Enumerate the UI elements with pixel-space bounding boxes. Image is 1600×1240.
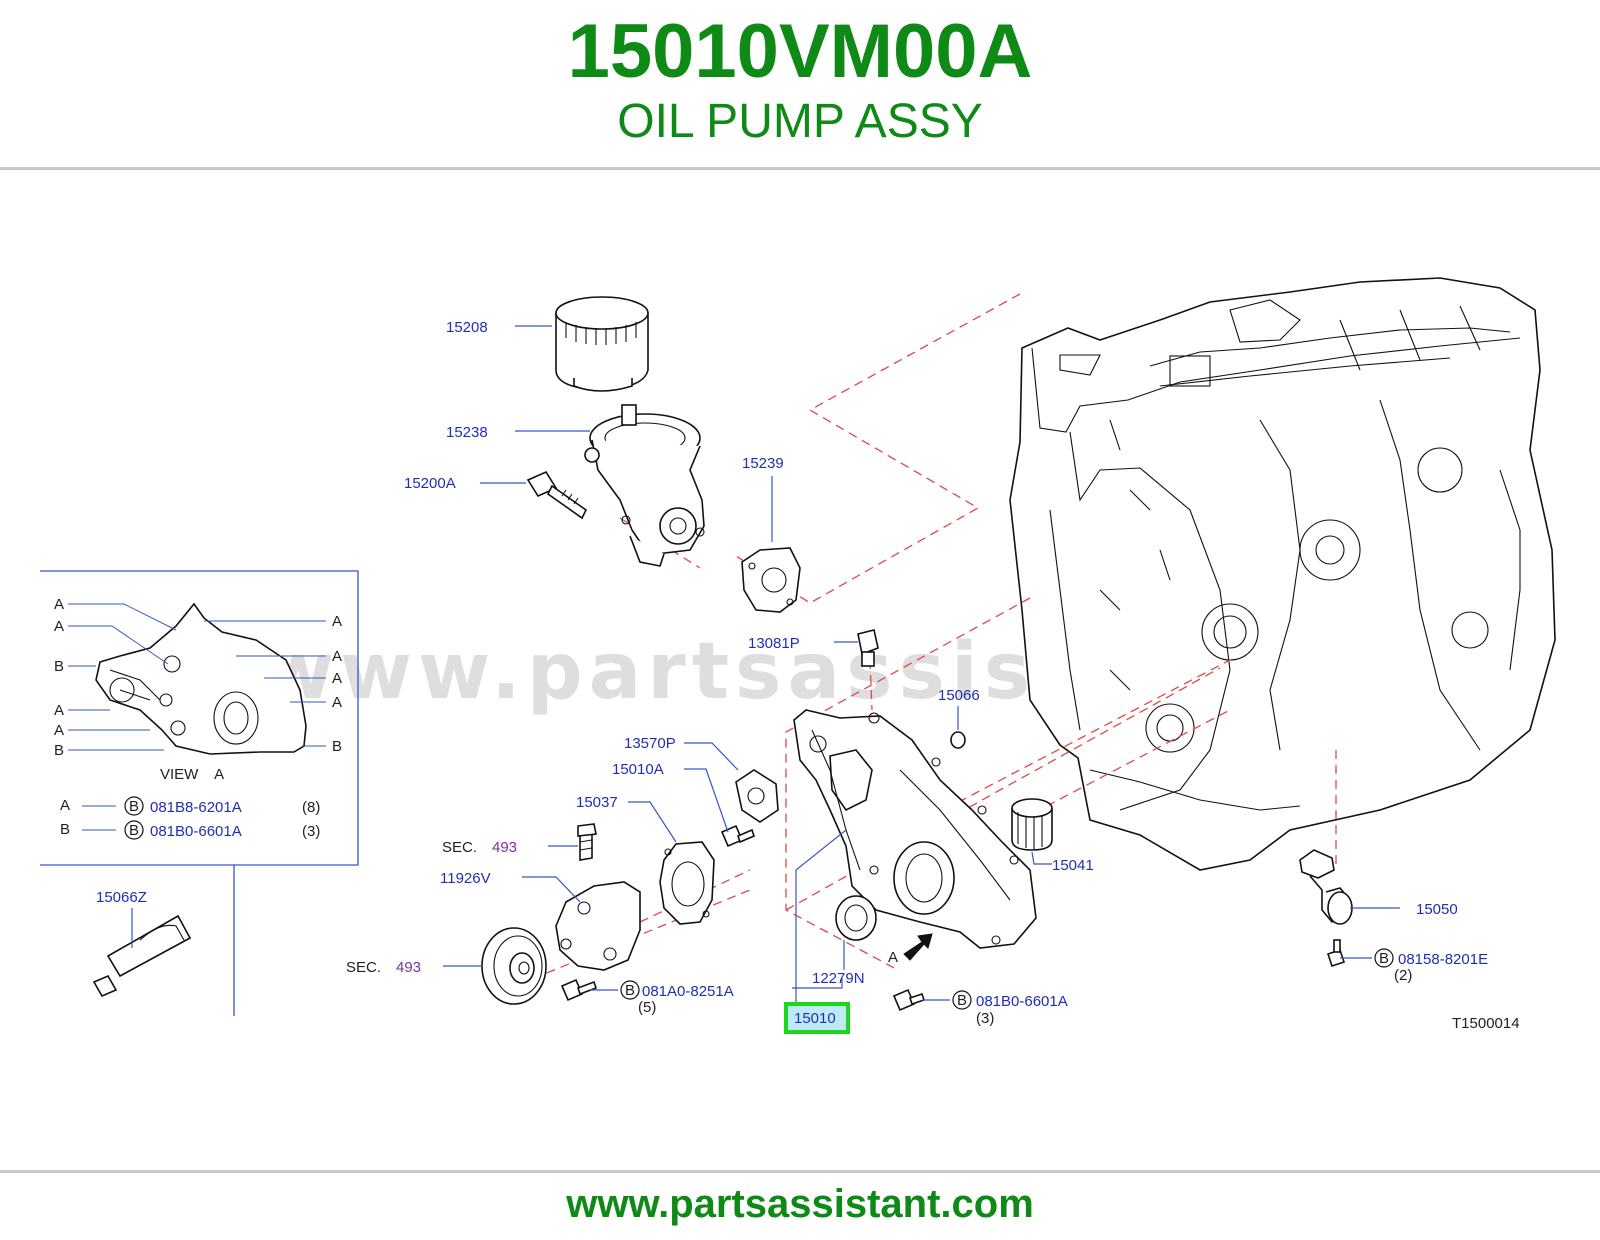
legend-badge-icon (124, 820, 144, 840)
callout-15066[interactable]: 15066 (938, 687, 980, 704)
legend-badge-icon (124, 796, 144, 816)
view-legend-row-b: B B 081B0-6601A (3) (60, 820, 320, 840)
bolt-code[interactable]: 08158-8201E (1398, 951, 1488, 968)
view-marker: A (54, 702, 64, 719)
bolt-badge-letter: B (1379, 950, 1389, 967)
pulley-drawing (481, 927, 547, 1005)
view-marker: A (54, 722, 64, 739)
bolt-qty: (2) (1394, 967, 1412, 984)
bolt-badge-icon (952, 990, 972, 1010)
sealant-tube-drawing (92, 914, 192, 998)
bolt-qty: (5) (638, 999, 656, 1016)
bolt-callout-08158[interactable]: B 08158-8201E (2) (1374, 948, 1488, 984)
part-name-subtitle: OIL PUMP ASSY (617, 95, 983, 148)
callout-13081p[interactable]: 13081P (748, 635, 800, 652)
bolt-code[interactable]: 081B0-6601A (976, 993, 1068, 1010)
sec-number-upper[interactable]: 493 (492, 839, 517, 856)
level-gauge-guide-drawing (1299, 849, 1353, 968)
legend-code[interactable]: 081B8-6201A (150, 799, 242, 816)
gasket-13570p-drawing (735, 769, 779, 823)
assembly-guide-lines (504, 293, 1337, 991)
legend-code[interactable]: 081B0-6601A (150, 823, 242, 840)
front-cover-bolt-drawing (892, 988, 926, 1012)
view-marker: A (332, 648, 342, 665)
view-marker: A (54, 618, 64, 635)
tensioner-bolt-drawing (560, 978, 598, 1002)
view-marker: A (54, 596, 64, 613)
callout-15041[interactable]: 15041 (1052, 857, 1094, 874)
bolt-callout-081a0[interactable]: B 081A0-8251A (5) (620, 980, 734, 1016)
bolt-badge-letter: B (957, 992, 967, 1009)
engine-block-drawing (1009, 277, 1556, 871)
footer-site-url[interactable]: www.partsassistant.com (566, 1182, 1034, 1226)
callout-15238[interactable]: 15238 (446, 424, 488, 441)
callout-13570p[interactable]: 13570P (624, 735, 676, 752)
view-marker: A (332, 670, 342, 687)
oil-seal-drawing (835, 895, 877, 941)
legend-badge-letter: B (129, 822, 139, 839)
legend-qty: (8) (302, 799, 320, 816)
view-marker: A (332, 694, 342, 711)
legend-key: B (60, 821, 70, 838)
bolt-callout-081b0[interactable]: B 081B0-6601A (3) (952, 990, 1068, 1027)
oil-filter-bracket-drawing (584, 404, 705, 567)
callout-15200a[interactable]: 15200A (404, 475, 456, 492)
callout-15239[interactable]: 15239 (742, 455, 784, 472)
o-ring-drawing (950, 731, 966, 749)
view-marker: B (54, 742, 64, 759)
tensioner-drawing (555, 823, 641, 971)
callout-11926v[interactable]: 11926V (440, 870, 491, 887)
sec-label-upper: SEC. (442, 839, 477, 856)
header-divider (0, 167, 1600, 170)
sec-number-lower[interactable]: 493 (396, 959, 421, 976)
page-header: 15010VM00A OIL PUMP ASSY (0, 0, 1600, 168)
view-marker: A (332, 613, 342, 630)
diagram-code: T1500014 (1452, 1015, 1520, 1032)
gasket-15037-drawing (659, 841, 715, 925)
view-marker: B (54, 658, 64, 675)
callout-15066z[interactable]: 15066Z (96, 889, 147, 906)
callout-12279n[interactable]: 12279N (812, 970, 865, 987)
collar-drawing (1011, 798, 1053, 851)
bolt-badge-letter: B (625, 982, 635, 999)
bracket-bolt-drawing (526, 470, 588, 520)
view-a-arrow: A (888, 933, 933, 966)
callout-labels: 15208 15238 15200A 15239 13081P 15066 13… (96, 319, 1520, 1032)
oil-pump-assembly-drawing (793, 709, 1037, 949)
callout-15037[interactable]: 15037 (576, 794, 618, 811)
view-marker: B (332, 738, 342, 755)
callout-15010[interactable]: 15010 (794, 1010, 836, 1027)
view-a-title: VIEW A (160, 766, 224, 783)
bolt-qty: (3) (976, 1010, 994, 1027)
footer-divider (0, 1170, 1600, 1173)
legend-key: A (60, 797, 70, 814)
part-number-title: 15010VM00A (567, 9, 1033, 94)
bolt-badge-icon (620, 980, 640, 1000)
view-legend-row-a: A B 081B8-6201A (8) (60, 796, 320, 816)
legend-badge-letter: B (129, 798, 139, 815)
exploded-parts-diagram: www.partsassistant.com (40, 277, 1556, 1034)
bolt-code[interactable]: 081A0-8251A (642, 983, 734, 1000)
bolt-15010a-drawing (720, 824, 755, 848)
legend-qty: (3) (302, 823, 320, 840)
sec-label-lower: SEC. (346, 959, 381, 976)
highlighted-part-callout[interactable]: 15010 (784, 1002, 850, 1034)
view-a-panel: A A B A A B A A A A B VIEW A A B 081B8-6… (40, 570, 359, 1016)
callout-15050[interactable]: 15050 (1416, 901, 1458, 918)
plug-drawing (857, 629, 879, 667)
bolt-badge-icon (1374, 948, 1394, 968)
oil-filter-drawing (555, 296, 649, 392)
bracket-gasket-drawing (741, 547, 801, 613)
callout-15208[interactable]: 15208 (446, 319, 488, 336)
leader-lines (131, 325, 1400, 1004)
arrow-a-label: A (888, 949, 898, 966)
callout-15010a[interactable]: 15010A (612, 761, 664, 778)
